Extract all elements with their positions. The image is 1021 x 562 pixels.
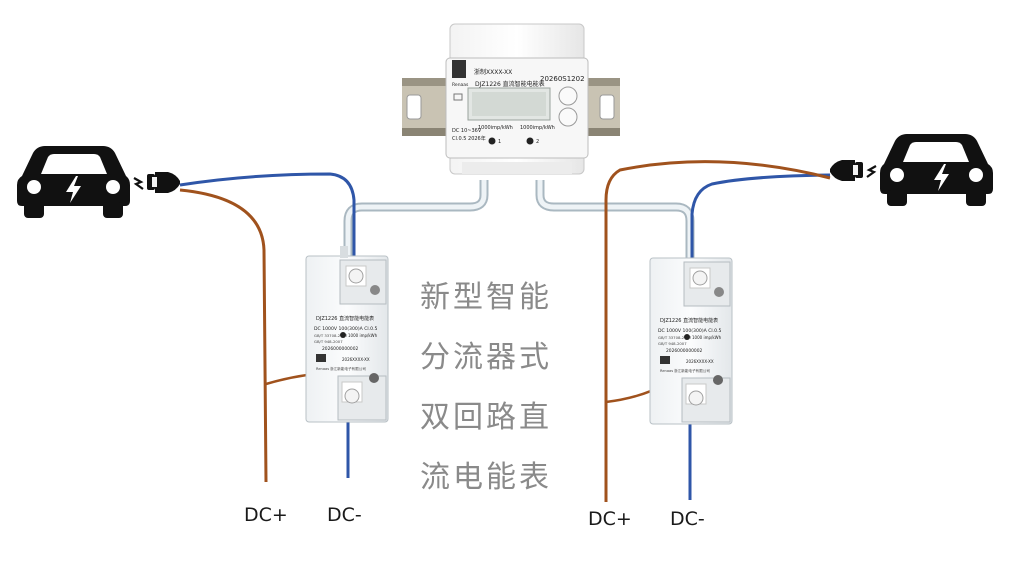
left-brown-wire <box>179 188 268 483</box>
shunt-right-standard: GB/T 33708-2017 <box>658 335 692 340</box>
main-meter-port-2: 2 <box>536 139 539 145</box>
ev-car-icon <box>17 146 130 218</box>
charging-plug-icon <box>830 160 877 181</box>
main-meter-cert: 浙制XXXX-XX <box>474 68 512 76</box>
shunt-right-model: DJZ1226 直流智能电能表 <box>660 317 718 324</box>
right-dc-minus-label: DC- <box>670 508 705 530</box>
title-line-2: 分流器式 <box>420 340 552 375</box>
shunt-left-standard-2: GB/T 948-2007 <box>314 339 343 344</box>
shunt-meter-right: DJZ1226 直流智能电能表 DC 1000V 100(300)A Cl.0.… <box>649 257 733 425</box>
shunt-right-brand: Renaas <box>660 369 673 373</box>
title-line-1: 新型智能 <box>420 280 552 315</box>
charging-plug-icon <box>133 172 180 193</box>
title-line-3: 双回路直 <box>420 400 552 435</box>
main-meter-spec-2: Cl.0.5 2026年 <box>452 135 486 142</box>
shunt-left-cert: 2026XXXX-XX <box>342 357 370 362</box>
main-meter-model: DJZ1226 直流智能电能表 <box>475 80 545 88</box>
right-blue-wire <box>690 173 831 268</box>
main-meter-serial: 20260S1202 <box>540 75 585 83</box>
left-dc-minus-label: DC- <box>327 504 362 526</box>
lightning-bolt-icon <box>934 164 949 191</box>
shunt-left-model: DJZ1226 直流智能电能表 <box>316 315 374 322</box>
signal-cable-right <box>535 180 695 268</box>
main-meter-spec-1: DC 10~36V <box>452 128 482 134</box>
lightning-bolt-icon <box>66 176 81 203</box>
shunt-left-serial: 2026000000002 <box>322 346 359 352</box>
left-blue-wire <box>179 172 356 268</box>
ev-car-icon <box>880 134 993 206</box>
shunt-right-constant: 1000 imp/kWh <box>692 335 722 340</box>
shunt-left-brand: Renaas <box>316 367 329 371</box>
shunt-right-maker: 浙江新能电子有限公司 <box>674 368 710 373</box>
signal-cable-left <box>343 180 489 268</box>
main-dc-meter: 浙制XXXX-XX 20260S1202 Renaas DJZ1226 直流智能… <box>445 23 589 175</box>
main-meter-port-1: 1 <box>498 139 501 145</box>
main-meter-brand: Renaas <box>452 82 469 88</box>
shunt-left-spec: DC 1000V 100(300)A Cl.0.5 <box>314 326 378 332</box>
shunt-left-constant: 1000 imp/kWh <box>348 333 378 338</box>
right-dc-plus-label: DC+ <box>588 508 632 530</box>
shunt-right-standard-2: GB/T 948-2007 <box>658 341 687 346</box>
shunt-left-standard: GB/T 33708-2017 <box>314 333 348 338</box>
title-line-4: 流电能表 <box>420 460 552 495</box>
shunt-meter-left: DJZ1226 直流智能电能表 DC 1000V 100(300)A Cl.0.… <box>305 246 389 423</box>
main-meter-const-1: 1000imp/kWh <box>478 125 513 131</box>
shunt-left-maker: 浙江新能电子有限公司 <box>330 366 366 371</box>
main-meter-const-2: 1000imp/kWh <box>520 125 555 131</box>
right-brown-wire <box>604 160 831 502</box>
shunt-right-serial: 2026000000002 <box>666 348 703 354</box>
shunt-right-spec: DC 1000V 100(300)A Cl.0.5 <box>658 328 722 334</box>
shunt-right-cert: 2026XXXX-XX <box>686 359 714 364</box>
left-dc-plus-label: DC+ <box>244 504 288 526</box>
